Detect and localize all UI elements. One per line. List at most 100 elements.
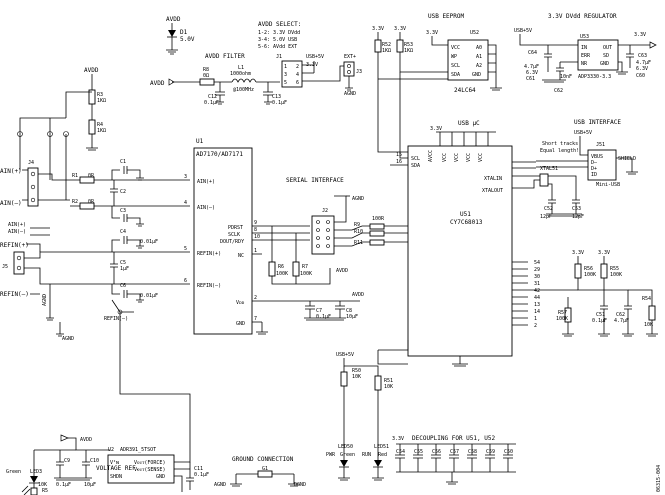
c2-label: C2: [120, 189, 126, 195]
d1-diode-symbol: [168, 30, 176, 37]
r4-label: R4: [97, 122, 103, 128]
ground-icon: [216, 101, 224, 105]
c9-label: C9: [64, 458, 70, 464]
decoupling-ground-bus: [396, 471, 516, 485]
led-emission-icon: [21, 485, 31, 495]
j5-pin: [16, 265, 22, 271]
c13-value: 0.1µF: [272, 100, 287, 106]
vref-pin-shdn: SHDN: [110, 474, 122, 480]
eeprom-pin-a0: A0: [476, 45, 482, 51]
usb-uc-part: CY7C68013: [450, 219, 483, 226]
j51-pin-vbus: VBUS: [591, 154, 603, 160]
ground-g1: G1: [262, 466, 268, 472]
regulator-pin-out: OUT: [603, 45, 612, 51]
c9-value: 0.1µF: [56, 482, 71, 488]
eeprom-section: USB EEPROM 3.3V 3.3V R52 1KΩ R53 1KΩ 3.3…: [372, 13, 502, 153]
decoupling-capacitor-label: C56: [432, 449, 441, 455]
ground-icon: [136, 245, 144, 303]
j3-pin-1: [347, 64, 351, 68]
arrow-icon: [649, 41, 657, 49]
adc-ground: [256, 322, 268, 335]
reset-v33-b: 3.3V: [598, 250, 610, 256]
c53-label: C53: [572, 206, 581, 212]
eeprom-v33-b: 3.3V: [394, 26, 406, 32]
j4-pin: [30, 197, 36, 203]
regulator-input-caps: [542, 45, 578, 83]
g1-link: [257, 470, 273, 478]
decoupling-capacitor-label: C57: [450, 449, 459, 455]
eeprom-v33-a: 3.3V: [372, 26, 384, 32]
adc-pin-num-8: 8: [254, 227, 257, 233]
usb-uc-right-num-3: 30: [534, 274, 540, 280]
r5-resistor: [30, 487, 38, 495]
r51-label: R51: [384, 378, 393, 384]
usb-note-2: Equal length!: [540, 148, 579, 154]
ain-neg-label: AIN(–): [0, 200, 22, 207]
j4-wiring: [19, 150, 67, 201]
r11-resistor: [369, 239, 385, 246]
j1-v33-label: 3.3V: [306, 62, 318, 68]
vref-part: ADR391_5TSOT: [120, 447, 156, 453]
regulator-ic-body: [577, 39, 619, 71]
regulator-out-label: 3.3V: [634, 32, 646, 38]
usb-uc-vcc-bus: [436, 131, 496, 146]
arrow-icon: [168, 78, 175, 86]
l1-freq: @100MHz: [233, 87, 254, 93]
c7-c8-capacitors: [304, 301, 346, 321]
adc-pin-sclk: SCLK: [228, 232, 240, 238]
c62-reset-value: 4.7µF: [614, 318, 629, 324]
usb-uc-pin-xtalout: XTALOUT: [482, 188, 503, 194]
eeprom-rail-wires: [377, 32, 401, 40]
c13-capacitor: [263, 82, 273, 102]
d1-rating: 5.0V: [180, 36, 195, 43]
c62-reset-label: C62: [616, 312, 625, 318]
r4-resistor: [88, 119, 96, 135]
c53-value: 12pF: [572, 214, 584, 220]
usb-iface-usb5v: USB+5V: [574, 130, 592, 136]
serial-interface-section: SERIAL INTERFACE AGND J2 R9 R10 R11 100R…: [268, 177, 408, 321]
serial-agnd: AGND: [352, 196, 364, 202]
adc-section: U1 AD7170/AD7171 3 AIN(+) 4 AIN(–) 5 REF…: [184, 138, 360, 335]
j2-pin: [316, 244, 320, 248]
agnd-left-label-2: AGND: [62, 336, 74, 342]
decoupling-capacitor-label: C59: [486, 449, 495, 455]
usb-uc-ground: [452, 356, 468, 367]
r51-resistor: [374, 375, 382, 391]
led51-label: LED51: [374, 444, 389, 450]
ground-icon: [136, 177, 144, 227]
figure-id: 06315-004: [656, 465, 662, 492]
ain-pos-tag: AIN(+): [8, 222, 26, 228]
adc-right-wires: [252, 225, 360, 323]
vref-output-wires: [119, 312, 191, 492]
c4-value: 0.01µF: [140, 239, 158, 245]
j2-pin: [316, 236, 320, 240]
c11-label: C11: [194, 466, 203, 472]
usb-controller-section: USB µC 3.3V AVCC VCC VCC VCC VCC 15 SCL …: [390, 72, 584, 367]
c62-reg-label: C62: [554, 88, 563, 94]
serial-avdd-c: AVDD: [352, 292, 364, 298]
r55-label: R55: [610, 266, 619, 272]
r52-value: 1KΩ: [382, 48, 391, 54]
c8-value: 10µF: [346, 314, 358, 320]
usb-uc-v33: 3.3V: [430, 126, 442, 132]
j4-label: J4: [28, 160, 34, 166]
usb-uc-pin-xtalin: XTALIN: [484, 176, 502, 182]
j3-label: J3: [356, 69, 362, 75]
r54-value: 10K: [644, 322, 653, 328]
r1-resistor: [79, 176, 95, 184]
r-to-u51-wires: [384, 225, 408, 243]
c12-label: C12: [208, 94, 217, 100]
usb-uc-pin-num-15: 15: [396, 152, 402, 158]
r53-resistor: [396, 39, 404, 53]
avdd-select-line-2: 3-4: 5.0V USB: [258, 37, 297, 43]
r54-wires: [628, 289, 658, 337]
r2-value: 0R: [88, 199, 95, 205]
r4-value: 1KΩ: [97, 128, 106, 134]
inductor-l1: [231, 78, 257, 83]
j51-pin-dminus: D–: [591, 160, 598, 166]
regulator-part: ADP3330-3.3: [578, 74, 611, 80]
usb-interface-section: USB INTERFACE USB+5V Short tracks Equal …: [536, 119, 638, 188]
usb-uc-pin-vcc: VCC: [478, 153, 484, 162]
led51-icon: [374, 460, 382, 467]
